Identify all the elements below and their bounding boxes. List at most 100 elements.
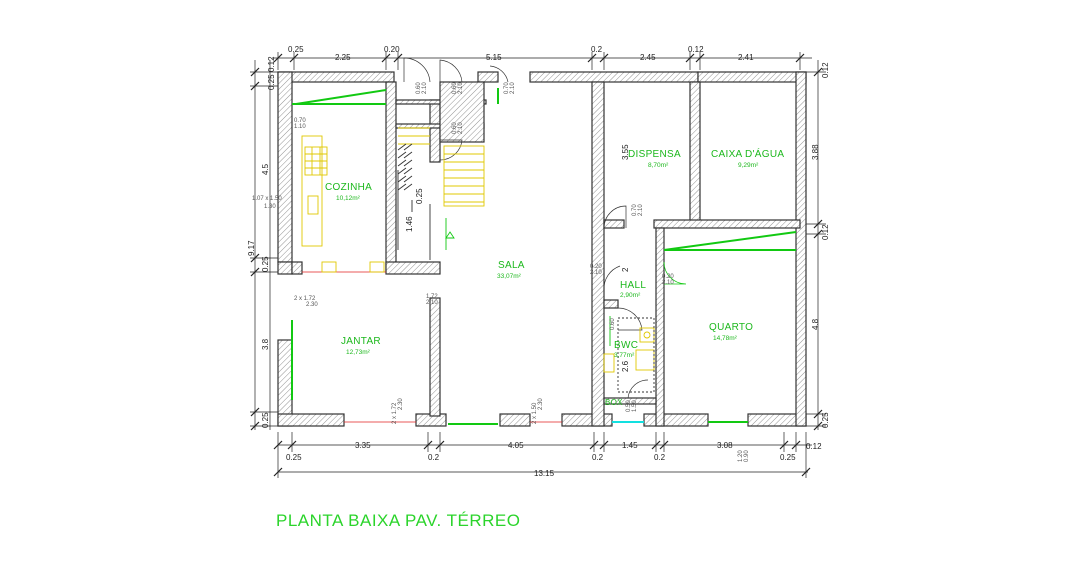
doors bbox=[403, 57, 687, 399]
room-sala-area: 33,07m² bbox=[497, 273, 522, 280]
svg-text:0.60: 0.60 bbox=[452, 122, 458, 134]
dim-left-5: 0.25 bbox=[261, 256, 270, 272]
room-cozinha-name: COZINHA bbox=[325, 182, 372, 193]
dim-right-1: 0.12 bbox=[821, 62, 830, 78]
svg-text:2.10: 2.10 bbox=[638, 204, 644, 216]
room-box-name: BOX bbox=[605, 398, 623, 407]
svg-text:2.10: 2.10 bbox=[426, 300, 438, 306]
dim-top-8: 2.41 bbox=[738, 53, 754, 62]
svg-text:0.60: 0.60 bbox=[610, 318, 616, 330]
svg-text:2.10: 2.10 bbox=[458, 122, 464, 134]
room-bwc-name: BWC bbox=[614, 340, 638, 351]
svg-text:1.07 x 1.50: 1.07 x 1.50 bbox=[252, 196, 282, 202]
dim-left-4: 9.17 bbox=[247, 240, 256, 256]
dim-left-6: 3.8 bbox=[261, 338, 270, 350]
dim-right-2: 3.88 bbox=[811, 144, 820, 160]
room-dispensa-area: 8,70m² bbox=[648, 162, 669, 169]
room-sala-name: SALA bbox=[498, 260, 525, 271]
room-quarto-area: 14,78m² bbox=[713, 335, 738, 342]
dim-total-bottom: 13.15 bbox=[534, 469, 555, 478]
svg-text:0.60: 0.60 bbox=[416, 82, 422, 94]
room-caixa-name: CAIXA D'ÁGUA bbox=[711, 147, 784, 160]
dim-left-2: 0.25 bbox=[267, 74, 276, 90]
inner-dimension-labels: 3.55 1.46 0.25 2 2.6 bbox=[405, 144, 630, 372]
dim-bottom-r2-6: 0.12 bbox=[806, 442, 822, 451]
dim-left-7: 0.25 bbox=[261, 412, 270, 428]
room-hall-area: 2,90m² bbox=[620, 292, 641, 299]
dim-right-4: 4.8 bbox=[811, 318, 820, 330]
svg-text:1.50: 1.50 bbox=[632, 400, 638, 412]
dim-left-1: 0.12 bbox=[267, 56, 276, 72]
room-jantar-name: JANTAR bbox=[341, 336, 381, 347]
dim-inner-3: 0.25 bbox=[415, 188, 424, 204]
svg-text:2.10: 2.10 bbox=[662, 280, 674, 286]
dim-top-7: 0.12 bbox=[688, 45, 704, 54]
svg-text:2 x 1.50: 2 x 1.50 bbox=[532, 402, 538, 424]
dim-bottom-r2-2: 0.2 bbox=[428, 453, 440, 462]
room-quarto-name: QUARTO bbox=[709, 322, 753, 333]
svg-text:1.10: 1.10 bbox=[294, 124, 306, 130]
svg-text:2.10: 2.10 bbox=[422, 82, 428, 94]
svg-text:0.70: 0.70 bbox=[632, 204, 638, 216]
dim-top-6: 2.45 bbox=[640, 53, 656, 62]
dim-top-1: 0.25 bbox=[288, 45, 304, 54]
dim-bottom-r2-3: 0.2 bbox=[592, 453, 604, 462]
svg-text:0.90: 0.90 bbox=[744, 450, 750, 462]
kitchen-fixtures bbox=[301, 135, 385, 273]
svg-text:0.50: 0.50 bbox=[626, 400, 632, 412]
svg-text:2.10: 2.10 bbox=[590, 270, 602, 276]
room-labels: COZINHA 10,12m² DISPENSA 8,70m² CAIXA D'… bbox=[325, 147, 784, 407]
svg-text:2.30: 2.30 bbox=[398, 398, 404, 410]
dim-bottom-r2-5: 0.25 bbox=[780, 453, 796, 462]
top-dimension-labels: 0.25 2.25 0.20 5.15 0.2 2.45 0.12 2.41 bbox=[288, 45, 754, 62]
svg-text:1.72: 1.72 bbox=[426, 294, 438, 300]
svg-text:0.20: 0.20 bbox=[662, 274, 674, 280]
svg-text:2.30: 2.30 bbox=[306, 302, 318, 308]
dim-right-5: 0.25 bbox=[821, 412, 830, 428]
dim-bottom-1: 3.35 bbox=[355, 441, 371, 450]
dim-inner-5: 2.6 bbox=[621, 360, 630, 372]
svg-text:1.20: 1.20 bbox=[738, 450, 744, 462]
svg-text:1.30: 1.30 bbox=[264, 204, 276, 210]
window-lines bbox=[291, 88, 797, 425]
dim-top-2: 2.25 bbox=[335, 53, 351, 62]
room-bwc-area: 3,77m² bbox=[614, 352, 635, 359]
dim-bottom-r2-1: 0.25 bbox=[286, 453, 302, 462]
bottom-dimension-labels: 3.35 4.05 1.45 3.08 0.25 0.2 0.2 0.2 0.2… bbox=[286, 441, 822, 478]
right-dimension-labels: 0.12 3.88 0.12 4.8 0.25 bbox=[811, 62, 830, 428]
svg-text:0.70: 0.70 bbox=[504, 82, 510, 94]
bathroom-fixtures bbox=[603, 316, 655, 423]
drawing-title: PLANTA BAIXA PAV. TÉRREO bbox=[276, 511, 521, 530]
dim-bottom-2: 4.05 bbox=[508, 441, 524, 450]
staircase bbox=[397, 127, 485, 250]
svg-text:2.10: 2.10 bbox=[458, 82, 464, 94]
dim-inner-1: 3.55 bbox=[621, 144, 630, 160]
dim-right-3: 0.12 bbox=[821, 224, 830, 240]
svg-text:2 x 1.72: 2 x 1.72 bbox=[294, 296, 316, 302]
stair-arrows bbox=[397, 143, 455, 260]
svg-text:2.30: 2.30 bbox=[538, 398, 544, 410]
dim-top-5: 0.2 bbox=[591, 45, 603, 54]
dim-top-3: 0.20 bbox=[384, 45, 400, 54]
dim-inner-2: 1.46 bbox=[405, 216, 414, 232]
svg-text:0.20: 0.20 bbox=[590, 264, 602, 270]
dim-bottom-4: 3.08 bbox=[717, 441, 733, 450]
svg-text:0.60: 0.60 bbox=[452, 82, 458, 94]
svg-text:2 x 1.72: 2 x 1.72 bbox=[392, 402, 398, 424]
dim-bottom-3: 1.45 bbox=[622, 441, 638, 450]
room-hall-name: HALL bbox=[620, 280, 646, 291]
dimension-lines bbox=[250, 52, 826, 478]
svg-text:2.10: 2.10 bbox=[510, 82, 516, 94]
dim-bottom-r2-4: 0.2 bbox=[654, 453, 666, 462]
dim-top-4: 5.15 bbox=[486, 53, 502, 62]
room-caixa-area: 9,29m² bbox=[738, 162, 759, 169]
dim-inner-4: 2 bbox=[621, 267, 630, 272]
dim-left-3: 4.5 bbox=[261, 163, 270, 175]
room-jantar-area: 12,73m² bbox=[346, 349, 371, 356]
left-dimension-labels: 0.12 0.25 4.5 9.17 0.25 3.8 0.25 bbox=[247, 56, 276, 428]
room-dispensa-name: DISPENSA bbox=[628, 149, 681, 160]
opening-labels: 0.701.10 0.60 2.10 0.60 2.10 0.60 2.10 0… bbox=[252, 82, 750, 462]
room-cozinha-area: 10,12m² bbox=[336, 195, 361, 202]
svg-text:0.70: 0.70 bbox=[294, 118, 306, 124]
